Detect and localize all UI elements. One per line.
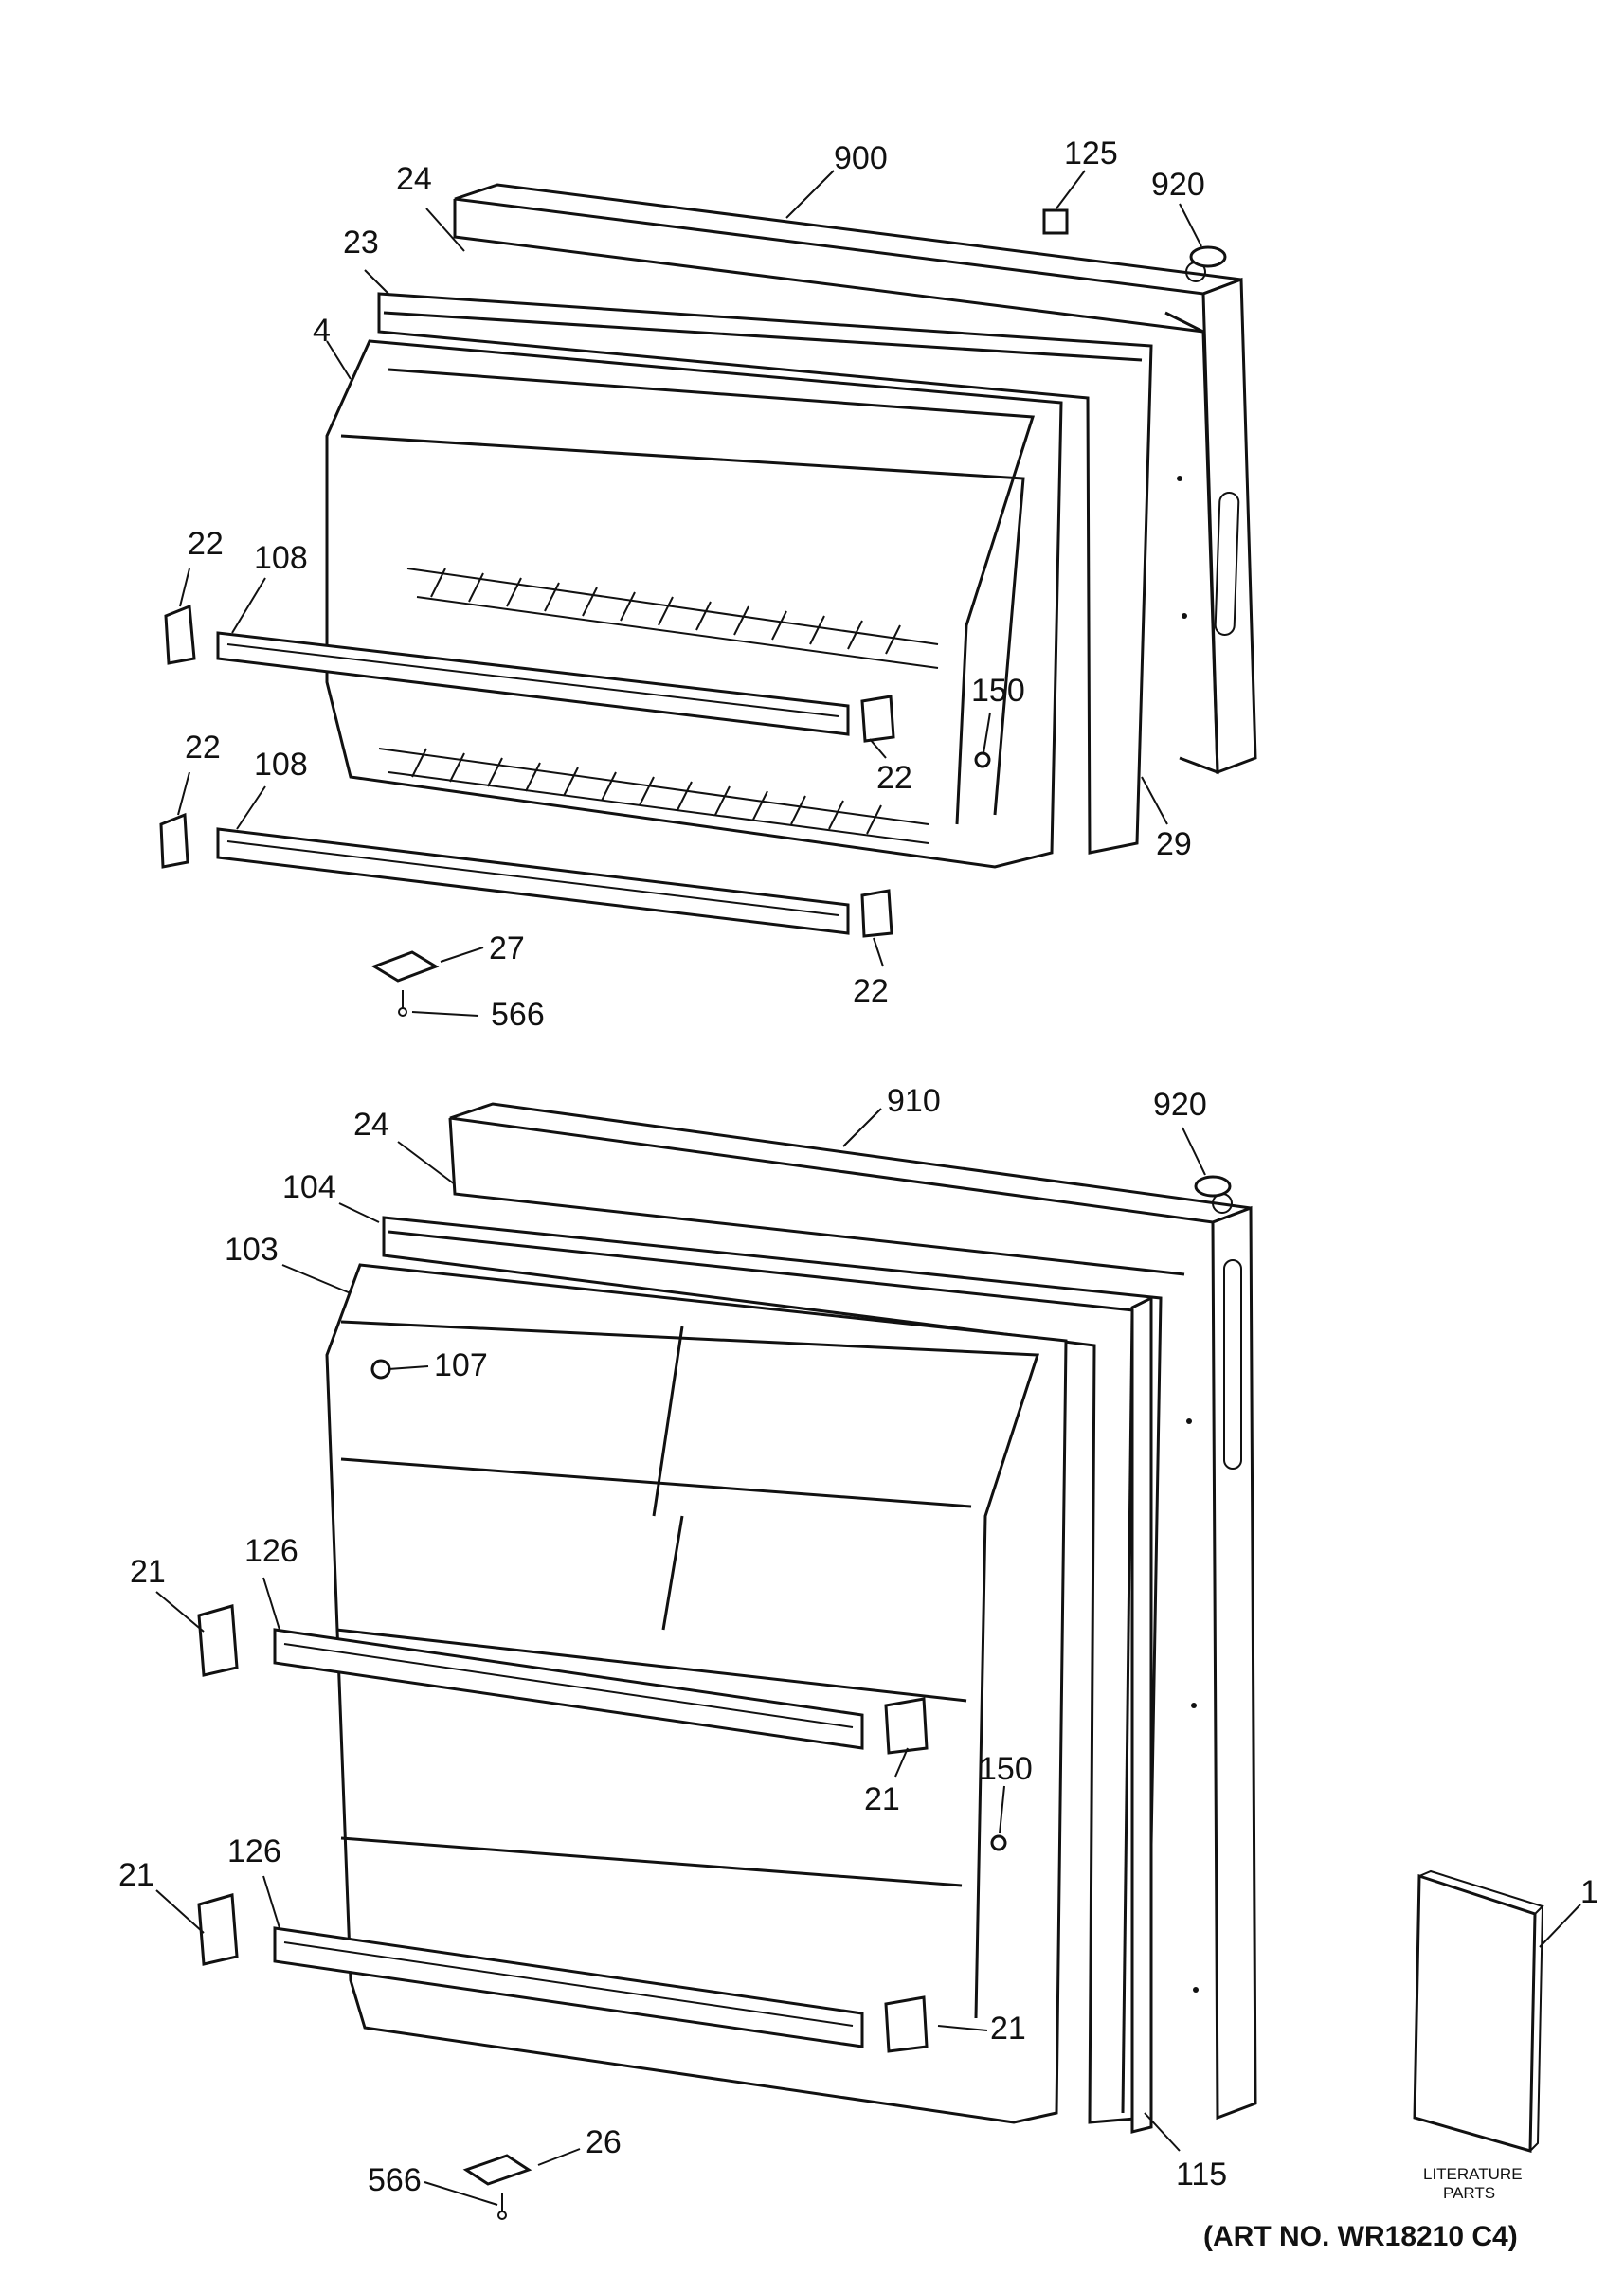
fresh-food-trim-strip-115 <box>1130 1295 1153 2134</box>
callout-21-lower-right: 21 <box>990 2011 1026 2047</box>
callout-920: 920 <box>1151 167 1205 203</box>
freezer-shelf-ribs-upper <box>406 568 939 669</box>
fresh-food-outer-door-910 <box>448 1102 1257 2121</box>
fresh-food-button-920 <box>1194 1175 1232 1198</box>
callout-22-lower-left: 22 <box>185 730 221 766</box>
fresh-food-callout-labels: 910 920 24 104 103 107 126 21 21 150 126… <box>118 1083 1598 2198</box>
callout-108-lower: 108 <box>254 747 308 783</box>
callout-150-upper: 150 <box>971 673 1025 709</box>
freezer-door-assembly: 900 125 920 24 23 4 22 108 150 22 29 22 … <box>159 135 1257 1033</box>
callout-126-upper: 126 <box>244 1533 298 1569</box>
callout-21-lower-left: 21 <box>118 1857 154 1893</box>
callout-920-lower: 920 <box>1153 1087 1207 1123</box>
callout-1: 1 <box>1580 1874 1598 1910</box>
callout-566-lower: 566 <box>368 2162 422 2198</box>
callout-22-upper-left: 22 <box>188 526 224 562</box>
fresh-food-bar-end-cap-21 <box>197 1604 929 2053</box>
freezer-screw-150 <box>974 751 991 768</box>
literature-caption-line2: PARTS <box>1443 2184 1495 2202</box>
freezer-button-920 <box>1189 245 1227 268</box>
callout-910: 910 <box>887 1083 941 1119</box>
callout-22-upper-right: 22 <box>876 760 912 796</box>
fresh-food-gasket-104 <box>382 1216 1163 2124</box>
callout-21-upper-right: 21 <box>864 1781 900 1817</box>
art-number: (ART NO. WR18210 C4) <box>1203 2221 1518 2252</box>
callout-108-upper: 108 <box>254 540 308 576</box>
freezer-inner-liner-4 <box>325 339 1063 869</box>
fresh-food-door-shelf-bar-126-upper <box>273 1628 864 1750</box>
fresh-food-leader-lines <box>155 1108 1581 2206</box>
callout-23: 23 <box>343 225 379 261</box>
callout-566-upper: 566 <box>491 997 545 1033</box>
fresh-food-screw-566 <box>497 2193 507 2220</box>
callout-150-lower: 150 <box>979 1751 1033 1787</box>
fresh-food-door-shelf-bar-126-lower <box>273 1926 864 2048</box>
callout-115: 115 <box>1176 2157 1227 2193</box>
freezer-plug-125 <box>1042 208 1069 235</box>
callout-107: 107 <box>434 1347 488 1383</box>
freezer-hinge-27 <box>370 950 440 983</box>
literature-parts-booklet: LITERATURE PARTS <box>1413 1869 1544 2202</box>
callout-900: 900 <box>834 140 888 176</box>
freezer-bar-end-cap-22 <box>159 604 895 938</box>
callout-21-upper-left: 21 <box>130 1554 166 1590</box>
fresh-food-button-107 <box>370 1359 391 1380</box>
callout-24-lower: 24 <box>353 1107 389 1143</box>
callout-125: 125 <box>1064 135 1118 171</box>
callout-22-lower-right: 22 <box>853 973 889 1009</box>
freezer-leader-lines <box>177 170 1202 1017</box>
fresh-food-door-assembly: LITERATURE PARTS 910 920 24 <box>118 1083 1598 2220</box>
callout-126-lower: 126 <box>227 1833 281 1869</box>
callout-24: 24 <box>396 161 432 197</box>
callout-104: 104 <box>282 1169 336 1205</box>
callout-29: 29 <box>1156 826 1192 862</box>
callout-27: 27 <box>489 930 525 966</box>
callout-4: 4 <box>313 313 331 349</box>
fresh-food-hinge-26 <box>462 2154 532 2186</box>
freezer-door-shelf-bar-108-upper <box>216 631 850 736</box>
freezer-shelf-ribs-lower <box>378 748 929 844</box>
fresh-food-screw-150 <box>990 1834 1007 1851</box>
freezer-outer-door-900 <box>453 183 1257 775</box>
literature-caption-line1: LITERATURE <box>1423 2165 1523 2183</box>
freezer-gasket-23 <box>377 292 1153 855</box>
freezer-door-shelf-bar-108-lower <box>216 827 850 935</box>
callout-26: 26 <box>586 2124 622 2160</box>
freezer-callout-labels: 900 125 920 24 23 4 22 108 150 22 29 22 … <box>185 135 1205 1033</box>
freezer-screw-566 <box>398 990 407 1017</box>
callout-103: 103 <box>225 1232 279 1268</box>
